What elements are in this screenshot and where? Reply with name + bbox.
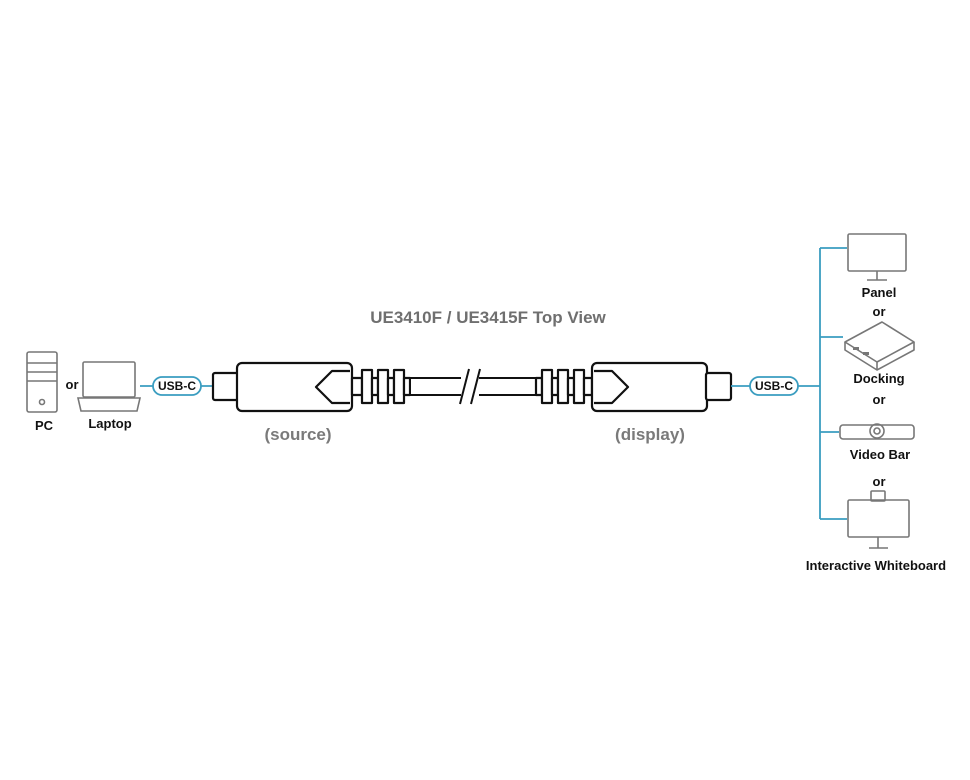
docking-label: Docking — [853, 371, 904, 386]
display-or-label-3: or — [873, 474, 886, 489]
display-caption: (display) — [615, 425, 685, 444]
docking-station-icon — [844, 321, 915, 371]
pc-label: PC — [35, 418, 54, 433]
laptop-icon — [76, 361, 142, 412]
laptop-label: Laptop — [88, 416, 131, 431]
diagram-title: UE3410F / UE3415F Top View — [370, 308, 606, 327]
source-or-label: or — [66, 377, 79, 392]
display-plug-tip — [704, 371, 733, 402]
video-bar-label: Video Bar — [850, 447, 910, 462]
display-strain-relief — [534, 368, 594, 405]
interactive-whiteboard-icon — [847, 490, 910, 549]
source-caption: (source) — [264, 425, 331, 444]
interactive-whiteboard-label: Interactive Whiteboard — [806, 558, 946, 573]
cable-assembly — [211, 361, 733, 413]
source-usb-c-label: USB-C — [158, 379, 196, 393]
display-usb-c-label: USB-C — [755, 379, 793, 393]
source-usb-c-badge: USB-C — [152, 376, 202, 396]
display-or-label-2: or — [873, 392, 886, 407]
display-or-label-1: or — [873, 304, 886, 319]
pc-tower-icon — [26, 351, 58, 413]
source-plug-tip — [211, 371, 240, 402]
video-bar-icon — [839, 423, 915, 440]
monitor-panel-icon — [847, 233, 907, 281]
source-strain-relief — [350, 368, 412, 405]
display-usb-c-badge: USB-C — [749, 376, 799, 396]
panel-label: Panel — [862, 285, 897, 300]
cable-break-mark — [459, 368, 481, 405]
display-plug-arrow-marking — [594, 369, 630, 405]
source-plug-arrow-marking — [314, 369, 350, 405]
display-bracket — [819, 247, 847, 520]
